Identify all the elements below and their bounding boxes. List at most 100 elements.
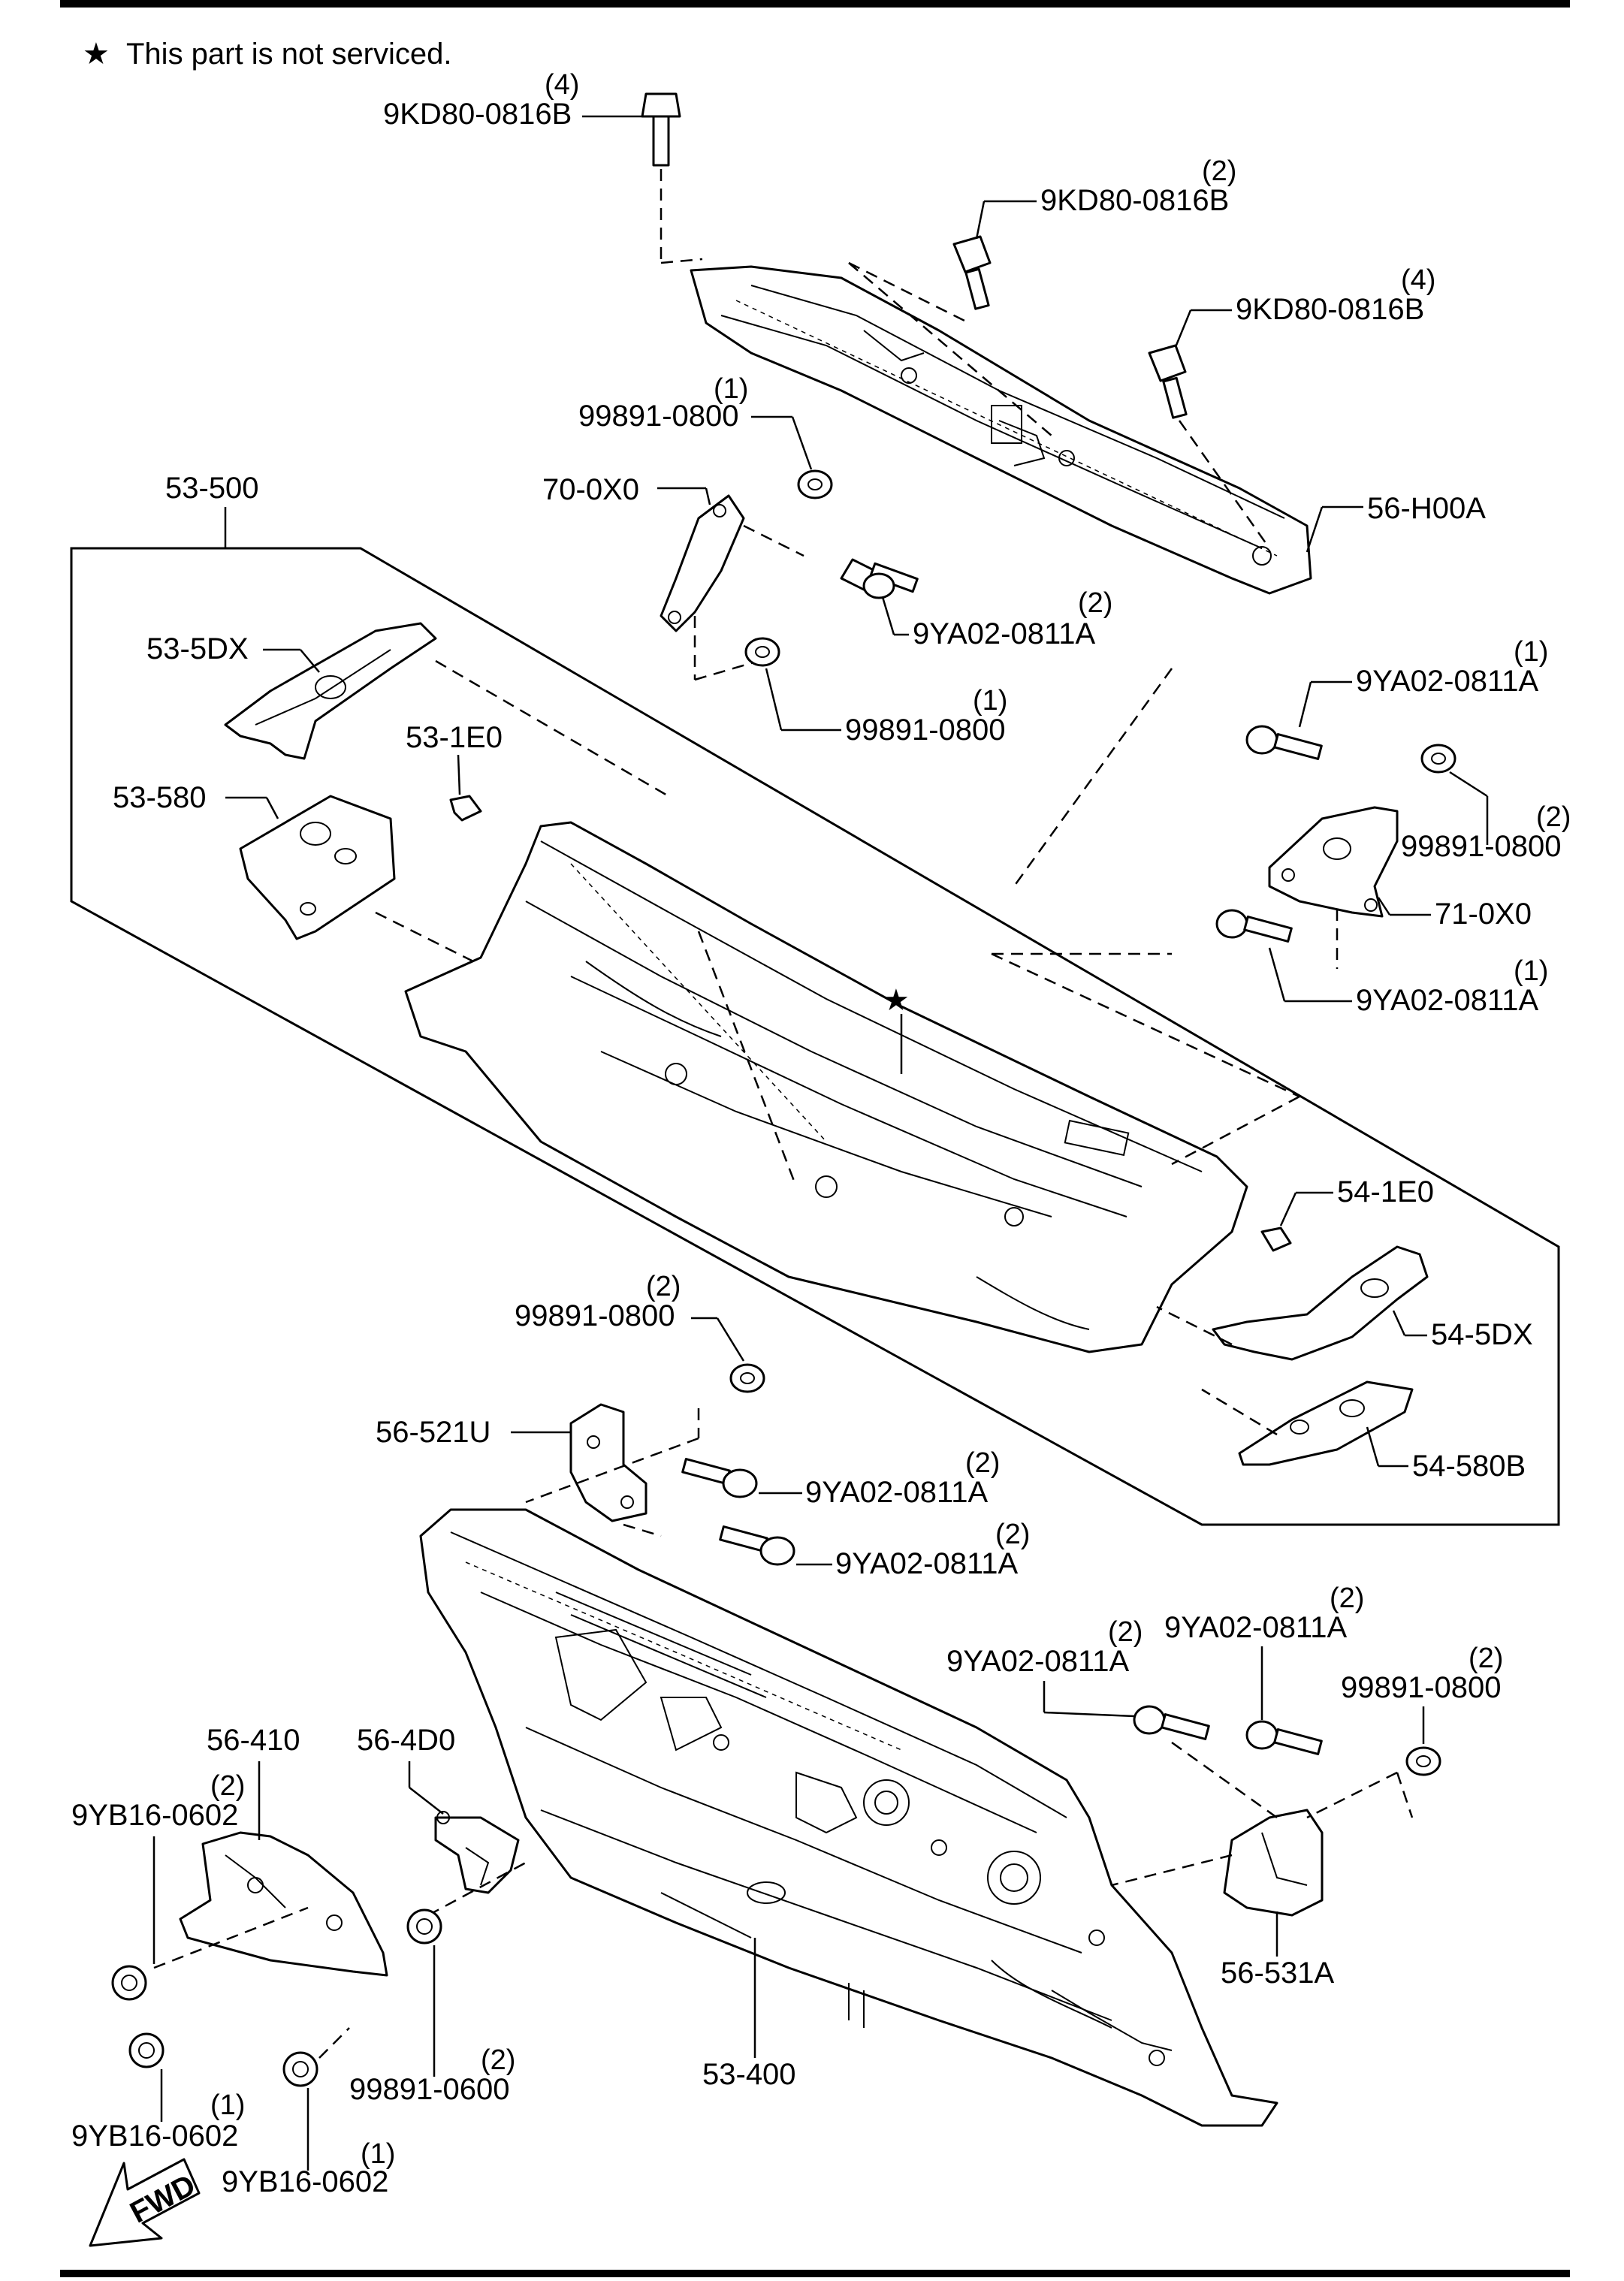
nut-icon <box>111 1965 147 2001</box>
bracket-56-531a <box>1111 1741 1414 1917</box>
callout-9ya02-mid-a: (2) 9YA02-0811A <box>759 1447 1000 1509</box>
svg-text:(2): (2) <box>210 1770 245 1802</box>
bracket-56-410 <box>153 1831 388 1977</box>
callout-9ya02-right-bot: (1) 9YA02-0811A <box>1268 947 1548 1017</box>
callout-99891-mid: (2) 99891-0800 <box>515 1271 745 1362</box>
svg-text:70-0X0: 70-0X0 <box>542 473 639 506</box>
svg-text:56-H00A: 56-H00A <box>1367 492 1486 525</box>
bolt-icon <box>840 558 919 599</box>
callout-53-400: 53-400 <box>702 1938 796 2091</box>
svg-text:99891-0800: 99891-0800 <box>1341 1671 1502 1704</box>
svg-text:99891-0800: 99891-0800 <box>845 714 1006 747</box>
svg-text:(2): (2) <box>646 1271 681 1302</box>
svg-text:53-400: 53-400 <box>702 2058 796 2091</box>
svg-text:(2): (2) <box>1108 1616 1143 1648</box>
svg-text:99891-0600: 99891-0600 <box>349 2073 510 2106</box>
plate-54-580b <box>1201 1380 1414 1466</box>
callout-54-1e0: 54-1E0 <box>1279 1175 1434 1226</box>
bracket-56-521u <box>525 1403 700 1537</box>
svg-text:99891-0800: 99891-0800 <box>578 400 739 433</box>
svg-text:9YA02-0811A: 9YA02-0811A <box>946 1645 1129 1678</box>
cowl-panel-not-serviced <box>404 668 1300 1353</box>
svg-text:9KD80-0816B: 9KD80-0816B <box>1040 184 1229 217</box>
callout-54-580b: 54-580B <box>1366 1426 1526 1483</box>
callout-9kd80-top-right: (4) 9KD80-0816B <box>1174 264 1435 348</box>
svg-text:(1): (1) <box>1514 636 1548 668</box>
callout-99891-upper-a: (1) 99891-0800 <box>578 373 813 470</box>
svg-text:56-521U: 56-521U <box>376 1416 491 1449</box>
callout-71-0x0: 71-0X0 <box>1377 897 1532 931</box>
callout-56-521u: 56-521U <box>376 1416 571 1449</box>
svg-text:9KD80-0816B: 9KD80-0816B <box>1236 293 1424 326</box>
bracket-71-0x0 <box>1268 806 1399 969</box>
svg-text:99891-0800: 99891-0800 <box>515 1299 675 1332</box>
svg-text:(2): (2) <box>1536 801 1571 833</box>
svg-text:54-580B: 54-580B <box>1412 1450 1526 1483</box>
svg-text:99891-0800: 99891-0800 <box>1401 830 1562 863</box>
nut-icon <box>744 637 780 667</box>
callout-9yb16-c: (1) 9YB16-0602 <box>222 2088 395 2198</box>
top-border <box>60 0 1570 8</box>
svg-text:(1): (1) <box>714 373 748 405</box>
bolt-icon <box>1215 909 1293 943</box>
svg-text:(2): (2) <box>481 2044 515 2076</box>
bracket-56-4d0 <box>427 1811 527 1917</box>
svg-text:9KD80-0816B: 9KD80-0816B <box>383 98 572 131</box>
svg-text:(4): (4) <box>1401 264 1435 296</box>
nut-icon <box>406 1908 442 1945</box>
callout-56-4d0: 56-4D0 <box>357 1724 455 1815</box>
svg-text:56-531A: 56-531A <box>1221 1957 1335 1990</box>
svg-text:(2): (2) <box>1330 1583 1364 1614</box>
svg-text:53-500: 53-500 <box>165 472 259 505</box>
bolt-icon <box>1148 344 1271 549</box>
svg-text:★: ★ <box>883 984 910 1017</box>
note-text: This part is not serviced. <box>126 38 452 71</box>
callout-9ya02-right-top: (1) 9YA02-0811A <box>1298 636 1548 728</box>
nut-icon <box>1405 1746 1441 1776</box>
nut-icon <box>729 1363 765 1393</box>
gusset-54-5dx <box>1156 1245 1429 1361</box>
not-serviced-note: ★ This part is not serviced. <box>83 38 452 71</box>
callout-99891-0600: (2) 99891-0600 <box>349 1945 515 2106</box>
callout-9yb16-b: (1) 9YB16-0602 <box>71 2069 245 2153</box>
callout-53-1e0: 53-1E0 <box>406 721 503 795</box>
svg-text:9YA02-0811A: 9YA02-0811A <box>1356 665 1538 698</box>
callout-9ya02-upper: (2) 9YA02-0811A <box>881 587 1112 650</box>
callout-56-410: 56-410 <box>207 1724 300 1840</box>
assembly-53-500-frame <box>70 547 1560 1526</box>
callout-56-h00a: 56-H00A <box>1306 492 1486 553</box>
nut-icon <box>128 2032 165 2068</box>
clip-53-1e0 <box>449 795 482 822</box>
svg-text:9YA02-0811A: 9YA02-0811A <box>913 617 1095 650</box>
dash-panel-53-400 <box>419 1508 1278 2127</box>
svg-text:9YA02-0811A: 9YA02-0811A <box>1164 1611 1347 1644</box>
bolt-icon <box>1245 725 1323 760</box>
star-marker: ★ <box>883 984 910 1074</box>
svg-text:(1): (1) <box>1514 955 1548 987</box>
nut-icon <box>1420 744 1456 774</box>
bolt-icon <box>681 1458 758 1498</box>
callout-53-500: 53-500 <box>165 472 259 548</box>
callout-99891-right: (2) 99891-0800 <box>1401 771 1571 863</box>
svg-text:71-0X0: 71-0X0 <box>1435 898 1532 931</box>
callout-53-5dx: 53-5DX <box>146 632 320 673</box>
plate-53-580 <box>239 795 481 967</box>
bolt-icon <box>1245 1720 1323 1755</box>
bolt-icon <box>641 92 703 264</box>
svg-text:(2): (2) <box>1202 155 1236 187</box>
callout-9ya02-low-b: (2) 9YA02-0811A <box>1164 1583 1364 1720</box>
svg-text:54-5DX: 54-5DX <box>1431 1318 1533 1351</box>
callout-9ya02-mid-b: (2) 9YA02-0811A <box>796 1519 1030 1580</box>
svg-text:(1): (1) <box>973 685 1007 717</box>
bolt-icon <box>952 235 992 310</box>
svg-text:(1): (1) <box>210 2089 245 2121</box>
clip-54-1e0 <box>1260 1226 1292 1252</box>
callout-9kd80-top-mid: (2) 9KD80-0816B <box>975 155 1236 240</box>
svg-text:(2): (2) <box>1469 1643 1503 1674</box>
svg-text:53-1E0: 53-1E0 <box>406 721 503 754</box>
svg-text:9YB16-0602: 9YB16-0602 <box>222 2165 388 2198</box>
callout-70-0x0: 70-0X0 <box>542 473 711 506</box>
callout-99891-low-right: (2) 99891-0800 <box>1341 1643 1503 1744</box>
callout-53-580: 53-580 <box>113 781 279 819</box>
